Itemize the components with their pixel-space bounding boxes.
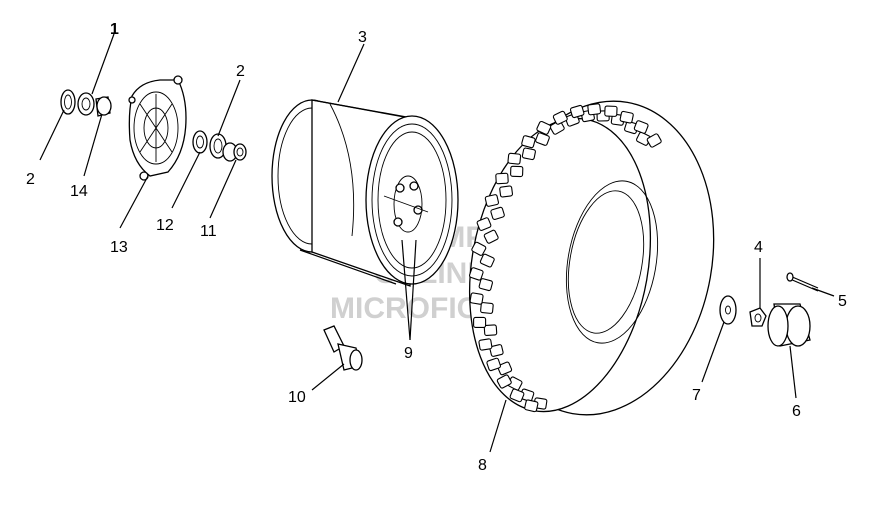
tread-lug [535, 132, 550, 146]
callout-9: 9 [404, 345, 413, 362]
callout-4: 4 [754, 239, 763, 256]
tread-lug [483, 229, 499, 244]
callout-3: 3 [358, 29, 367, 46]
callout-2-left: 2 [26, 171, 35, 188]
part-tire-8[interactable] [448, 83, 738, 433]
part-valve-stem-10[interactable] [323, 325, 363, 371]
tread-lug [483, 324, 498, 337]
tread-lug [479, 253, 495, 268]
callout-1: 1 [110, 21, 119, 38]
part-spacer-14[interactable] [95, 96, 112, 117]
tread-lug [468, 267, 484, 281]
part-seal-left[interactable] [60, 89, 76, 115]
tread-lug [476, 217, 492, 231]
part-washer-7[interactable] [719, 295, 737, 325]
part-wheel-rim-3[interactable] [271, 99, 459, 287]
part-hub-13[interactable] [128, 75, 187, 181]
tread-lug [619, 110, 634, 124]
part-nut-4[interactable] [749, 307, 767, 327]
callout-10: 10 [288, 389, 306, 406]
callout-7: 7 [692, 387, 701, 404]
callout-13: 13 [110, 239, 128, 256]
tread-lug [471, 241, 487, 256]
tread-lug [552, 110, 568, 125]
tread-lug [499, 185, 514, 198]
part-seal-right[interactable] [209, 133, 227, 159]
tread-lug [478, 338, 493, 351]
part-bearing-1[interactable] [77, 92, 95, 116]
callout-8: 8 [478, 457, 487, 474]
callout-14: 14 [70, 183, 88, 200]
tread-lug [507, 152, 522, 165]
callout-labels: 1 2 14 13 12 2 11 3 9 10 8 7 4 5 6 [26, 21, 847, 474]
tread-lug [604, 105, 618, 117]
tread-lug [633, 120, 649, 134]
tread-lug [509, 388, 525, 403]
callout-2-right: 2 [236, 63, 245, 80]
tread-lug [490, 206, 505, 220]
tire-tread-lugs [468, 103, 662, 413]
callout-5: 5 [838, 293, 847, 310]
part-hub-cap-6[interactable] [767, 303, 811, 347]
leader-lines [39, 33, 835, 453]
tread-lug [549, 120, 565, 135]
tread-lug [524, 399, 539, 413]
callout-6: 6 [792, 403, 801, 420]
part-bearing-12[interactable] [192, 130, 208, 154]
tread-lug [489, 344, 504, 357]
tread-lug [569, 104, 585, 119]
tread-lug [480, 302, 494, 314]
tread-lug [484, 194, 500, 207]
tread-lug [521, 147, 536, 161]
tread-lug [497, 361, 513, 376]
tread-lug [496, 374, 512, 389]
tread-lug [646, 133, 662, 148]
tread-lug [478, 278, 493, 292]
part-spacer-11[interactable] [222, 142, 247, 162]
tread-lug [495, 172, 509, 185]
tread-lug [536, 120, 552, 135]
tread-lug [473, 316, 487, 328]
callout-11: 11 [200, 223, 217, 240]
tread-lug [469, 292, 484, 305]
tread-lug [587, 103, 602, 116]
callout-12: 12 [156, 217, 174, 234]
tread-lug [510, 165, 524, 178]
tread-lug [486, 357, 502, 372]
tread-lug [521, 135, 536, 149]
